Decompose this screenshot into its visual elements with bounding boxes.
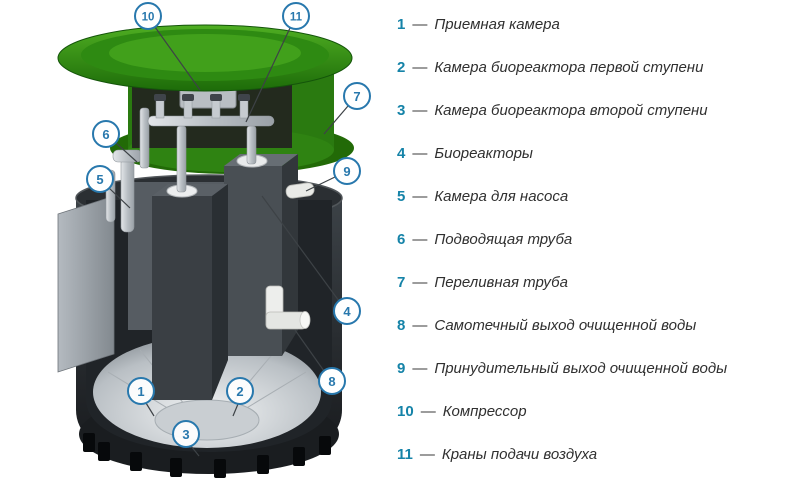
legend-item-2: 2 — Камера биореактора первой ступени xyxy=(397,59,797,102)
callout-2-number: 2 xyxy=(236,384,243,399)
callout-7: 7 xyxy=(343,82,371,110)
callout-11-number: 11 xyxy=(290,12,303,24)
legend: 1 — Приемная камера 2 — Камера биореакто… xyxy=(397,16,797,489)
legend-item-number: 4 xyxy=(397,145,406,162)
legend-separator: — xyxy=(419,446,435,463)
tank-ribs xyxy=(83,433,331,478)
callout-lines xyxy=(108,26,349,457)
gravity-outlet-elbow xyxy=(265,285,311,330)
legend-separator: — xyxy=(412,145,428,162)
callout-10-number: 10 xyxy=(142,12,155,24)
legend-item-4: 4 — Биореакторы xyxy=(397,145,797,188)
legend-item-label: Принудительный выход очищенной воды xyxy=(434,360,728,377)
callout-1-number: 1 xyxy=(137,384,144,399)
legend-item-number: 6 xyxy=(397,231,406,248)
legend-item-label: Компрессор xyxy=(442,403,527,420)
legend-item-label: Самотечный выход очищенной воды xyxy=(434,317,697,334)
legend-separator: — xyxy=(412,59,428,76)
callout-6: 6 xyxy=(92,120,120,148)
legend-item-label: Камера биореактора второй ступени xyxy=(434,102,708,119)
callout-3: 3 xyxy=(172,420,200,448)
legend-item-label: Приемная камера xyxy=(434,16,560,33)
callout-9: 9 xyxy=(333,157,361,185)
callout-8: 8 xyxy=(318,367,346,395)
callout-9-number: 9 xyxy=(343,164,350,179)
callout-5-number: 5 xyxy=(96,172,103,187)
callout-2: 2 xyxy=(226,377,254,405)
legend-item-label: Биореакторы xyxy=(434,145,533,162)
legend-separator: — xyxy=(412,188,428,205)
legend-item-9: 9 — Принудительный выход очищенной воды xyxy=(397,360,797,403)
legend-item-number: 3 xyxy=(397,102,406,119)
air-manifold xyxy=(147,115,275,127)
legend-separator: — xyxy=(412,231,428,248)
legend-separator: — xyxy=(412,317,428,334)
air-valves xyxy=(154,94,250,119)
legend-item-5: 5 — Камера для насоса xyxy=(397,188,797,231)
callout-4-number: 4 xyxy=(343,304,351,319)
legend-item-label: Краны подачи воздуха xyxy=(441,446,598,463)
callout-8-number: 8 xyxy=(328,374,335,389)
callout-6-number: 6 xyxy=(102,127,109,142)
legend-item-number: 5 xyxy=(397,188,406,205)
legend-item-label: Подводящая труба xyxy=(434,231,573,248)
legend-item-label: Камера для насоса xyxy=(434,188,569,205)
legend-item-number: 11 xyxy=(397,446,413,463)
legend-item-number: 10 xyxy=(397,403,414,420)
septic-tank-diagram: 1 2 3 4 5 6 7 8 xyxy=(57,2,371,478)
legend-item-label: Переливная труба xyxy=(434,274,568,291)
legend-item-8: 8 — Самотечный выход очищенной воды xyxy=(397,317,797,360)
legend-separator: — xyxy=(412,274,428,291)
legend-item-10: 10 — Компрессор xyxy=(397,403,797,446)
legend-item-number: 7 xyxy=(397,274,406,291)
callout-3-number: 3 xyxy=(182,427,189,442)
callout-10: 10 xyxy=(134,2,162,30)
legend-item-3: 3 — Камера биореактора второй ступени xyxy=(397,102,797,145)
legend-separator: — xyxy=(412,102,428,119)
legend-item-1: 1 — Приемная камера xyxy=(397,16,797,59)
legend-separator: — xyxy=(412,16,428,33)
legend-item-label: Камера биореактора первой ступени xyxy=(434,59,704,76)
callout-7-number: 7 xyxy=(353,89,360,104)
green-lid-assembly xyxy=(57,24,354,174)
pressure-outlet-pipe xyxy=(285,182,315,199)
legend-separator: — xyxy=(412,360,428,377)
diagram-area: 1 2 3 4 5 6 7 8 xyxy=(0,0,390,500)
legend-item-number: 8 xyxy=(397,317,406,334)
air-pipes xyxy=(139,94,275,193)
legend-item-7: 7 — Переливная труба xyxy=(397,274,797,317)
legend-item-6: 6 — Подводящая труба xyxy=(397,231,797,274)
callout-11: 11 xyxy=(282,2,310,30)
legend-item-number: 1 xyxy=(397,16,406,33)
callout-4: 4 xyxy=(333,297,361,325)
basin-center xyxy=(154,399,260,441)
legend-item-number: 9 xyxy=(397,360,406,377)
callout-5: 5 xyxy=(86,165,114,193)
legend-item-11: 11 — Краны подачи воздуха xyxy=(397,446,797,489)
legend-item-number: 2 xyxy=(397,59,406,76)
legend-separator: — xyxy=(420,403,436,420)
cutaway-panel xyxy=(57,195,115,373)
callout-1: 1 xyxy=(127,377,155,405)
